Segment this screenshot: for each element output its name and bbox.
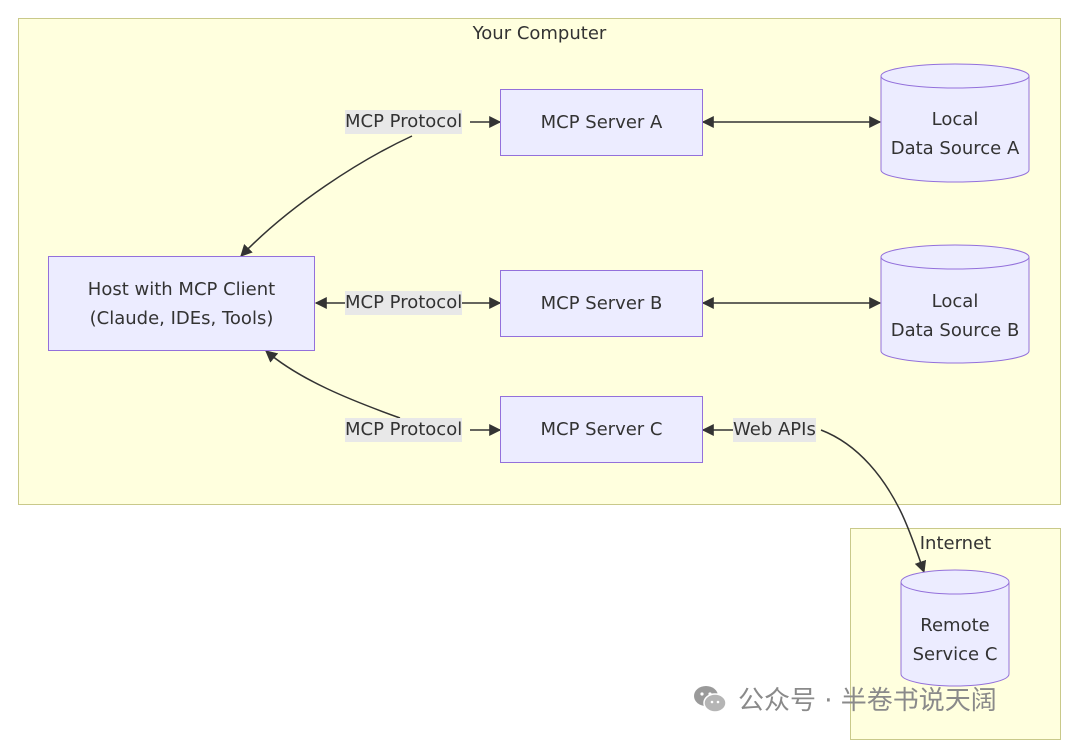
datasource-a-line2: Data Source A bbox=[890, 138, 1020, 159]
datasource-a-label[interactable]: Local Data Source A bbox=[881, 105, 1029, 163]
edge-label-web-apis: Web APIs bbox=[733, 418, 816, 442]
edge-label-protocol-c: MCP Protocol bbox=[345, 418, 463, 442]
edge-label-protocol-a: MCP Protocol bbox=[345, 110, 463, 134]
group-title-your-computer: Your Computer bbox=[472, 23, 607, 44]
group-internet: Internet bbox=[850, 528, 1061, 740]
node-server-a-label: MCP Server A bbox=[540, 112, 663, 133]
wechat-icon bbox=[694, 685, 727, 713]
node-host-line2: (Claude, IDEs, Tools) bbox=[89, 307, 274, 329]
node-host[interactable]: Host with MCP Client (Claude, IDEs, Tool… bbox=[48, 256, 315, 351]
edge-host-server-c-curve bbox=[265, 350, 401, 419]
watermark-text: 公众号 · 半卷书说天阔 bbox=[738, 686, 997, 716]
edge-host-server-a-curve bbox=[240, 135, 413, 257]
datasource-b-line1: Local bbox=[931, 291, 979, 312]
remote-service-c-label[interactable]: Remote Service C bbox=[901, 611, 1009, 669]
datasource-b-line2: Data Source B bbox=[890, 320, 1020, 341]
edge-label-protocol-b: MCP Protocol bbox=[345, 291, 463, 315]
datasource-a-line1: Local bbox=[931, 109, 979, 130]
node-server-b-label: MCP Server B bbox=[540, 293, 663, 314]
node-server-c[interactable]: MCP Server C bbox=[500, 396, 703, 463]
cylinder-remote-service-c bbox=[900, 569, 1010, 687]
edge-web-apis-remote-service bbox=[820, 429, 927, 574]
watermark: 公众号 · 半卷书说天阔 bbox=[692, 680, 997, 717]
remote-service-c-line1: Remote bbox=[920, 615, 990, 636]
group-title-internet: Internet bbox=[919, 533, 992, 554]
remote-service-c-line2: Service C bbox=[912, 644, 998, 665]
node-server-c-label: MCP Server C bbox=[540, 419, 663, 440]
datasource-b-label[interactable]: Local Data Source B bbox=[881, 287, 1029, 345]
node-host-line1: Host with MCP Client bbox=[87, 278, 276, 300]
cylinder-datasource-a bbox=[880, 63, 1030, 183]
node-server-a[interactable]: MCP Server A bbox=[500, 89, 703, 156]
node-server-b[interactable]: MCP Server B bbox=[500, 270, 703, 337]
cylinder-datasource-b bbox=[880, 244, 1030, 364]
